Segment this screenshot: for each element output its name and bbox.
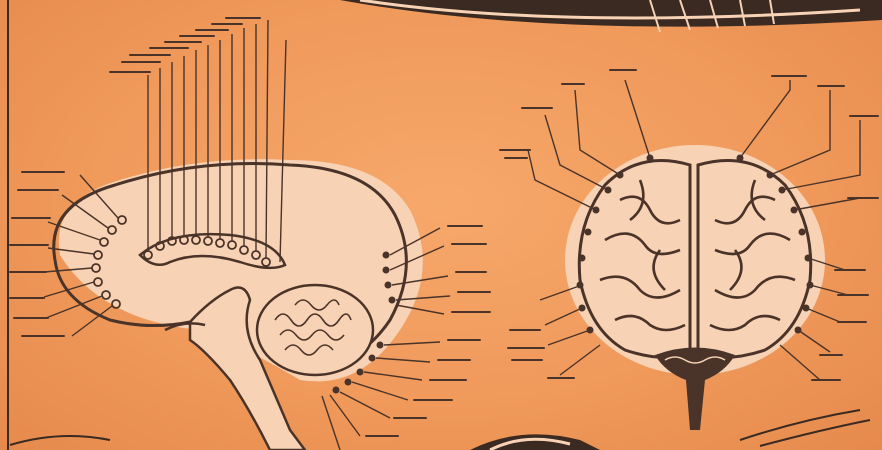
brain-top-view bbox=[500, 70, 878, 430]
bottom-decoration bbox=[10, 410, 870, 450]
brain-side-view bbox=[10, 18, 490, 450]
top-banner bbox=[340, 0, 882, 32]
